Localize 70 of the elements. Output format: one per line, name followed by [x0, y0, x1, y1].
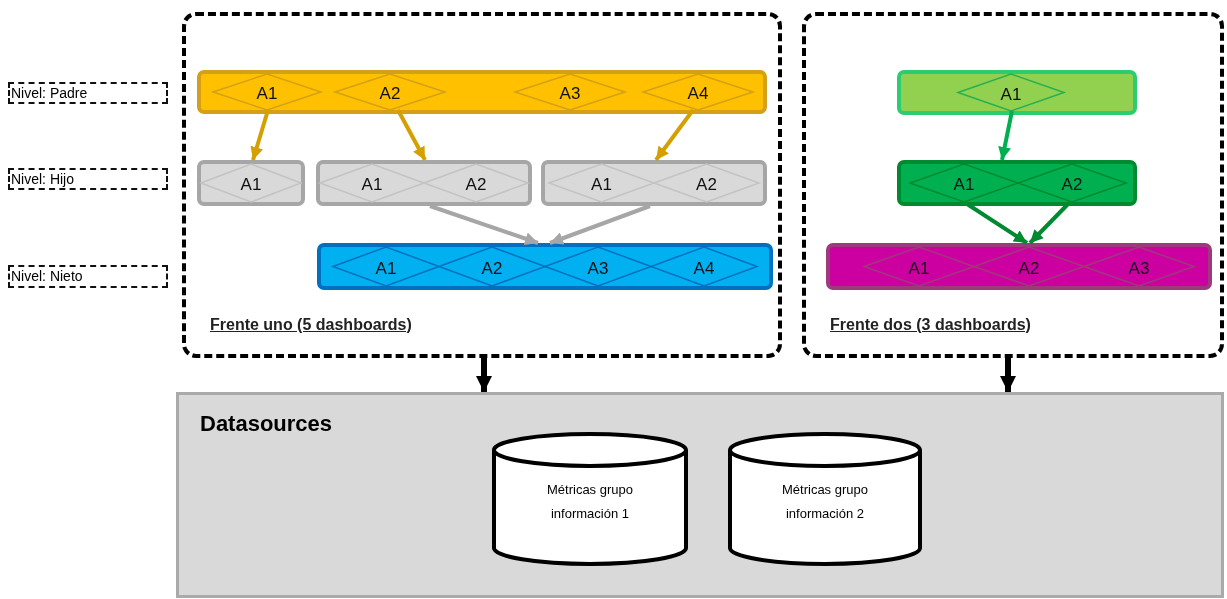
- database-label: Métricas grupo información 2: [781, 481, 869, 523]
- arrow: [962, 200, 1029, 245]
- arrow: [1000, 358, 1016, 392]
- diamond-shape: [320, 164, 424, 202]
- dashboard-label: A2: [480, 258, 504, 279]
- group-caption: Frente dos (3 dashboards): [830, 316, 1031, 334]
- dashboard-bar: [826, 243, 1212, 290]
- dashboard-label: A2: [695, 175, 718, 195]
- dashboard-label: A2: [1017, 258, 1041, 279]
- arrow: [549, 204, 651, 245]
- dashboard-bar: [197, 70, 767, 114]
- arrow: [476, 358, 492, 392]
- dashboard-bar: [897, 70, 1137, 115]
- diamond-shape: [958, 74, 1064, 111]
- diamond-shape: [213, 74, 321, 110]
- arrow: [654, 108, 695, 162]
- dashboard-bar: [541, 160, 767, 206]
- level-label-box: [8, 168, 168, 190]
- arrow: [396, 109, 427, 161]
- diamond-shape: [910, 164, 1018, 202]
- dashboard-label: A2: [464, 175, 488, 195]
- dashboard-label: A1: [239, 175, 263, 195]
- level-label: Nivel: Hijo: [11, 171, 74, 187]
- diamond-shape: [864, 247, 974, 286]
- dashboard-label: A1: [255, 84, 279, 104]
- dashboard-bar: [316, 160, 532, 206]
- diamond-shape: [654, 164, 759, 202]
- diamond-shape: [1084, 247, 1194, 286]
- group-caption: Frente uno (5 dashboards): [210, 316, 412, 334]
- dashboard-label: A4: [692, 258, 716, 279]
- diamond-shape: [424, 164, 528, 202]
- dashed-group-frame: [182, 12, 782, 358]
- database-cylinder: [492, 432, 688, 566]
- level-label: Nivel: Nieto: [11, 268, 83, 284]
- arrow: [429, 204, 539, 245]
- arrow: [998, 110, 1014, 161]
- dashboard-label: A1: [907, 258, 931, 279]
- diamond-shape: [643, 74, 753, 110]
- diamond-shape: [974, 247, 1084, 286]
- diamond-shape: [335, 74, 445, 110]
- diamond-shape: [439, 247, 545, 286]
- dashboard-label: A1: [374, 258, 398, 279]
- diamond-shape: [333, 247, 439, 286]
- dashboard-label: A4: [686, 84, 710, 104]
- datasources-panel: [176, 392, 1224, 598]
- dashboard-label: A2: [378, 84, 402, 104]
- database-cylinder: [728, 432, 922, 566]
- dashboard-label: A3: [586, 258, 610, 279]
- panel-title: Datasources: [200, 411, 333, 437]
- dashboard-bar: [317, 243, 773, 290]
- database-label: Métricas grupo información 1: [546, 481, 634, 523]
- arrow: [1028, 200, 1072, 245]
- dashboard-label: A3: [1127, 258, 1151, 279]
- level-label-box: [8, 265, 168, 288]
- diamond-shape: [1018, 164, 1126, 202]
- diamond-shape: [515, 74, 625, 110]
- dashboard-label: A1: [590, 175, 613, 195]
- level-label: Nivel: Padre: [11, 85, 88, 101]
- dashboard-label: A3: [558, 84, 582, 104]
- dashboard-bar: [897, 160, 1137, 206]
- dashboard-label: A1: [952, 175, 976, 195]
- level-label-box: [8, 82, 168, 104]
- arrow: [250, 109, 270, 161]
- dashed-group-frame: [802, 12, 1224, 358]
- dashboard-label: A1: [360, 175, 384, 195]
- diamond-shape: [651, 247, 757, 286]
- dashboard-label: A2: [1060, 175, 1084, 195]
- dashboard-label: A1: [999, 84, 1023, 105]
- diamond-shape: [545, 247, 651, 286]
- diamond-shape: [549, 164, 654, 202]
